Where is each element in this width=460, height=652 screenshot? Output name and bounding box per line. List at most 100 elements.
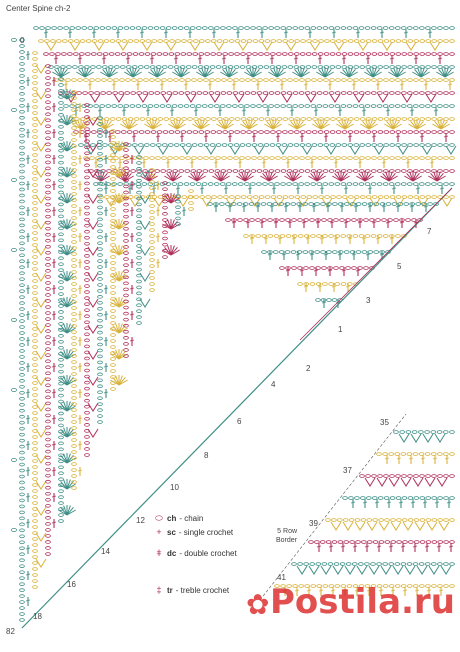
fan-stitch <box>66 115 71 126</box>
chain-stitch <box>340 169 347 173</box>
row-number: 14 <box>101 547 110 556</box>
fan-stitch <box>190 173 198 182</box>
chain-stitch <box>123 142 129 146</box>
v-stitch <box>369 197 381 207</box>
chain-stitch <box>371 156 377 160</box>
chain-stitch <box>419 540 426 544</box>
chain-stitch <box>264 117 271 121</box>
fan-stitch <box>128 121 136 130</box>
chain-stitch <box>231 182 238 186</box>
row-number: 12 <box>136 516 145 525</box>
chain-stitch <box>84 453 90 457</box>
chain-stitch <box>97 130 103 134</box>
fan-stitch <box>244 71 254 78</box>
chain-stitch <box>413 104 419 108</box>
chain-stitch <box>32 357 38 361</box>
fan-stitch <box>344 123 354 130</box>
chain-stitch <box>84 308 90 312</box>
fan-stitch <box>125 119 130 130</box>
fan-stitch <box>66 505 71 516</box>
v-stitch <box>354 521 366 531</box>
double-crochet-bar <box>77 235 83 238</box>
fan-stitch <box>108 71 118 78</box>
chain-stitch <box>290 250 297 254</box>
fan-stitch <box>221 119 226 130</box>
chain-stitch <box>45 184 51 189</box>
chain-stitch <box>419 584 425 588</box>
single-crochet-symbol-icon: + <box>156 527 162 537</box>
chain-stitch <box>188 195 194 199</box>
chain-stitch <box>250 26 256 30</box>
double-crochet-bar <box>299 269 305 272</box>
chain-stitch <box>370 182 377 186</box>
fan-stitch <box>118 193 123 204</box>
chain-stitch <box>395 39 402 43</box>
chain-stitch <box>299 130 306 134</box>
double-crochet-bar <box>77 417 83 420</box>
double-crochet-bar <box>333 161 339 164</box>
chain-stitch <box>180 130 187 134</box>
chain-stitch <box>84 121 90 125</box>
chain-stitch <box>103 117 110 121</box>
chain-stitch <box>19 594 25 598</box>
fan-stitch <box>176 123 186 130</box>
chain-stitch <box>333 562 340 566</box>
chain-stitch <box>431 143 437 147</box>
chain-stitch <box>332 250 338 254</box>
chain-stitch <box>425 117 431 121</box>
fan-stitch <box>269 119 274 130</box>
double-crochet-bar <box>412 545 418 548</box>
chain-stitch <box>97 223 103 228</box>
chain-stitch <box>19 247 25 252</box>
double-crochet-bar <box>403 31 409 34</box>
fan-stitch <box>204 69 212 78</box>
chain-stitch <box>71 192 77 196</box>
chain-stitch <box>84 398 90 403</box>
fan-stitch <box>265 171 270 182</box>
fan-stitch <box>244 173 252 182</box>
v-stitch <box>185 93 197 103</box>
chain-stitch <box>123 275 129 280</box>
chain-stitch <box>334 182 341 186</box>
double-crochet-bar <box>129 209 135 212</box>
chain-stitch <box>413 143 419 147</box>
chain-stitch <box>442 430 449 434</box>
chain-stitch <box>45 455 51 460</box>
chain-stitch <box>45 317 51 321</box>
chain-stitch <box>117 26 124 30</box>
chain-stitch <box>149 276 155 280</box>
chain-stitch <box>256 169 263 173</box>
chain-stitch <box>19 402 25 407</box>
fan-stitch <box>54 69 62 78</box>
chain-stitch <box>233 143 240 147</box>
chain-stitch <box>111 26 118 30</box>
row-number: 41 <box>277 573 286 582</box>
fan-stitch <box>66 273 74 282</box>
chain-stitch <box>71 306 77 310</box>
chain-stitch <box>266 202 273 206</box>
chain-stitch <box>183 26 190 30</box>
chain-stitch <box>84 302 90 306</box>
v-stitch <box>35 246 47 256</box>
chain-stitch <box>19 361 25 365</box>
chain-stitch <box>193 39 199 43</box>
chain-stitch <box>370 91 377 95</box>
chain-stitch <box>419 474 425 478</box>
fan-stitch <box>392 119 397 130</box>
fan-stitch <box>224 123 234 130</box>
chain-stitch <box>358 562 364 566</box>
chain-stitch <box>413 91 419 95</box>
chain-stitch <box>126 65 132 69</box>
double-crochet-bar <box>115 31 121 34</box>
v-stitch <box>35 532 47 542</box>
chain-stitch <box>240 52 246 56</box>
chain-stitch <box>211 195 217 199</box>
v-stitch <box>35 324 47 334</box>
chain-stitch <box>340 104 347 108</box>
chain-stitch <box>32 585 38 589</box>
chain-stitch <box>49 52 55 56</box>
fan-stitch <box>110 197 120 204</box>
chain-stitch <box>437 452 443 456</box>
chain-stitch <box>246 130 252 134</box>
chain-stitch <box>365 474 371 478</box>
